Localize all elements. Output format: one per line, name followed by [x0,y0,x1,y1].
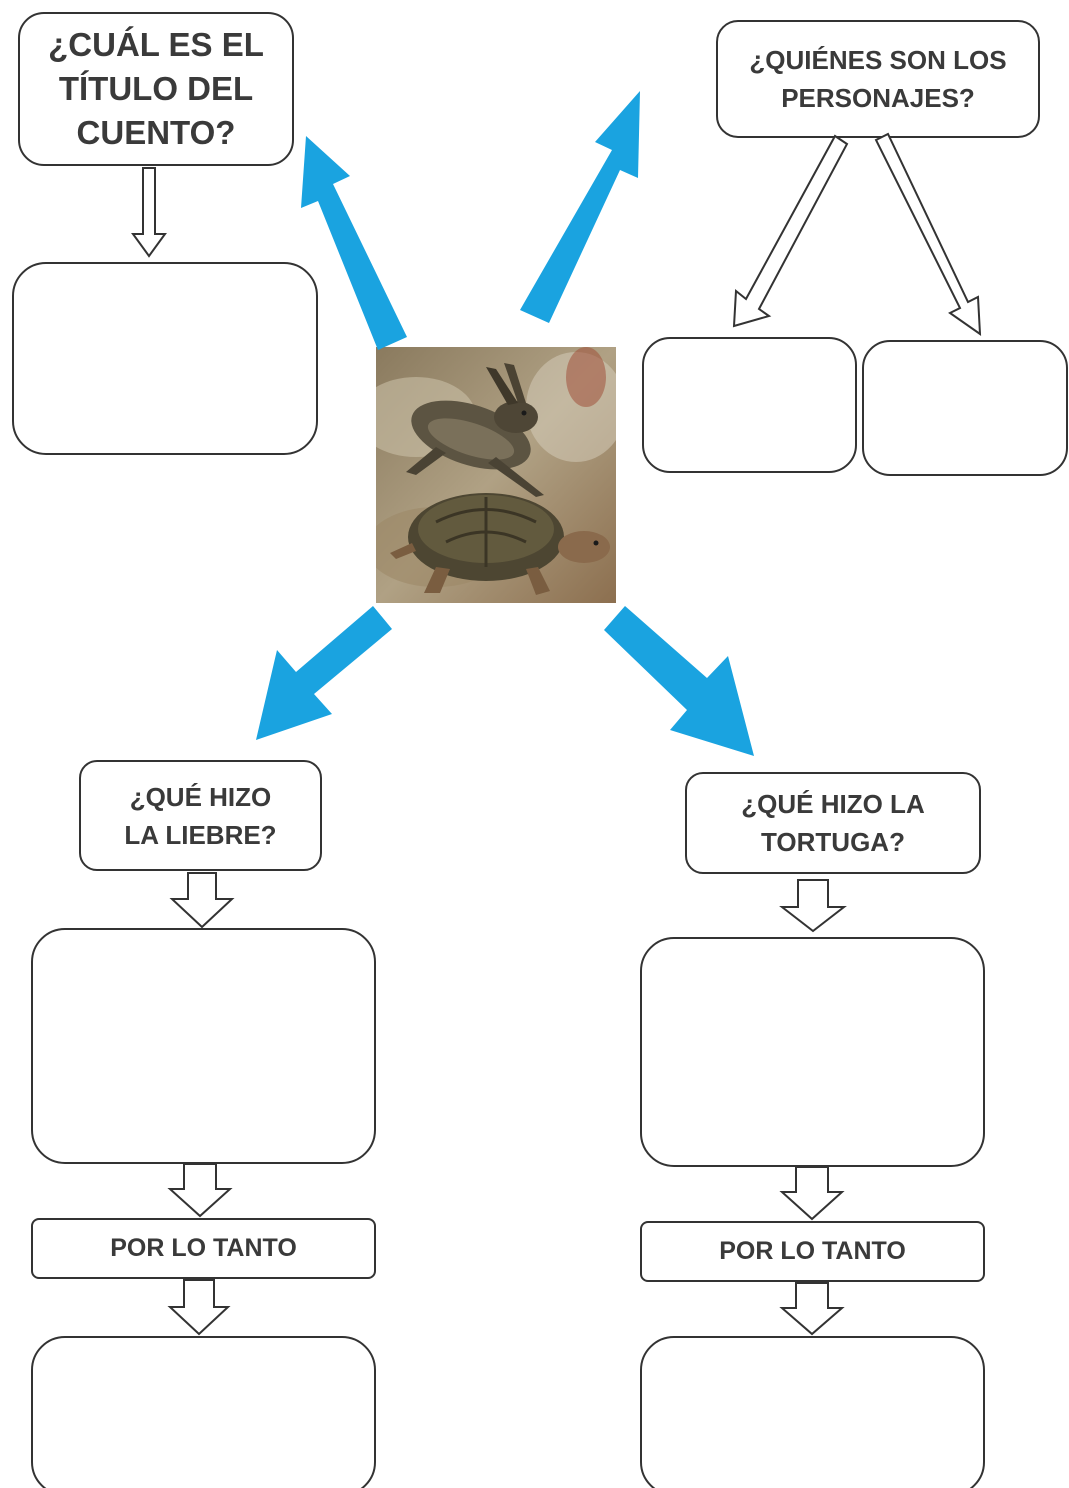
outline-arrow-hare-2 [167,1163,233,1218]
consequence-label-left-text: POR LO TANTO [110,1234,297,1262]
question-characters: ¿QUIÉNES SON LOS PERSONAJES? [716,20,1040,138]
outline-arrow-title-down [131,167,167,258]
answer-box-hare-actions[interactable] [31,928,376,1164]
hare-figure [406,363,544,497]
outline-arrow-hare-1 [169,872,235,929]
blue-arrow-to-hare [256,606,392,740]
outline-arrow-tortoise-2 [779,1166,845,1221]
consequence-label-left: POR LO TANTO [31,1218,376,1279]
question-tortoise: ¿QUÉ HIZO LA TORTUGA? [685,772,981,874]
tortoise-figure [390,493,610,595]
outline-arrow-hare-3 [167,1279,231,1336]
consequence-label-right: POR LO TANTO [640,1221,985,1282]
outline-arrow-tortoise-3 [779,1282,845,1336]
answer-box-title[interactable] [12,262,318,455]
answer-box-tortoise-result[interactable] [640,1336,985,1488]
hare-tortoise-illustration [376,347,616,603]
question-hare-text: ¿QUÉ HIZO LA LIEBRE? [124,781,277,850]
answer-box-tortoise-actions[interactable] [640,937,985,1167]
question-tortoise-text: ¿QUÉ HIZO LA TORTUGA? [741,789,925,857]
answer-box-character-1[interactable] [642,337,857,473]
outline-arrow-characters-left [732,134,849,328]
blue-arrow-to-tortoise [604,606,754,756]
answer-box-character-2[interactable] [862,340,1068,476]
outline-arrow-characters-right [874,132,982,336]
answer-box-hare-result[interactable] [31,1336,376,1488]
consequence-label-right-text: POR LO TANTO [719,1237,906,1265]
question-title-text: ¿CUÁL ES EL TÍTULO DEL CUENTO? [48,26,264,151]
outline-arrow-tortoise-1 [779,879,847,933]
question-hare: ¿QUÉ HIZO LA LIEBRE? [79,760,322,871]
question-characters-text: ¿QUIÉNES SON LOS PERSONAJES? [749,45,1007,113]
blue-arrow-to-characters [520,91,640,323]
question-title: ¿CUÁL ES EL TÍTULO DEL CUENTO? [18,12,294,166]
